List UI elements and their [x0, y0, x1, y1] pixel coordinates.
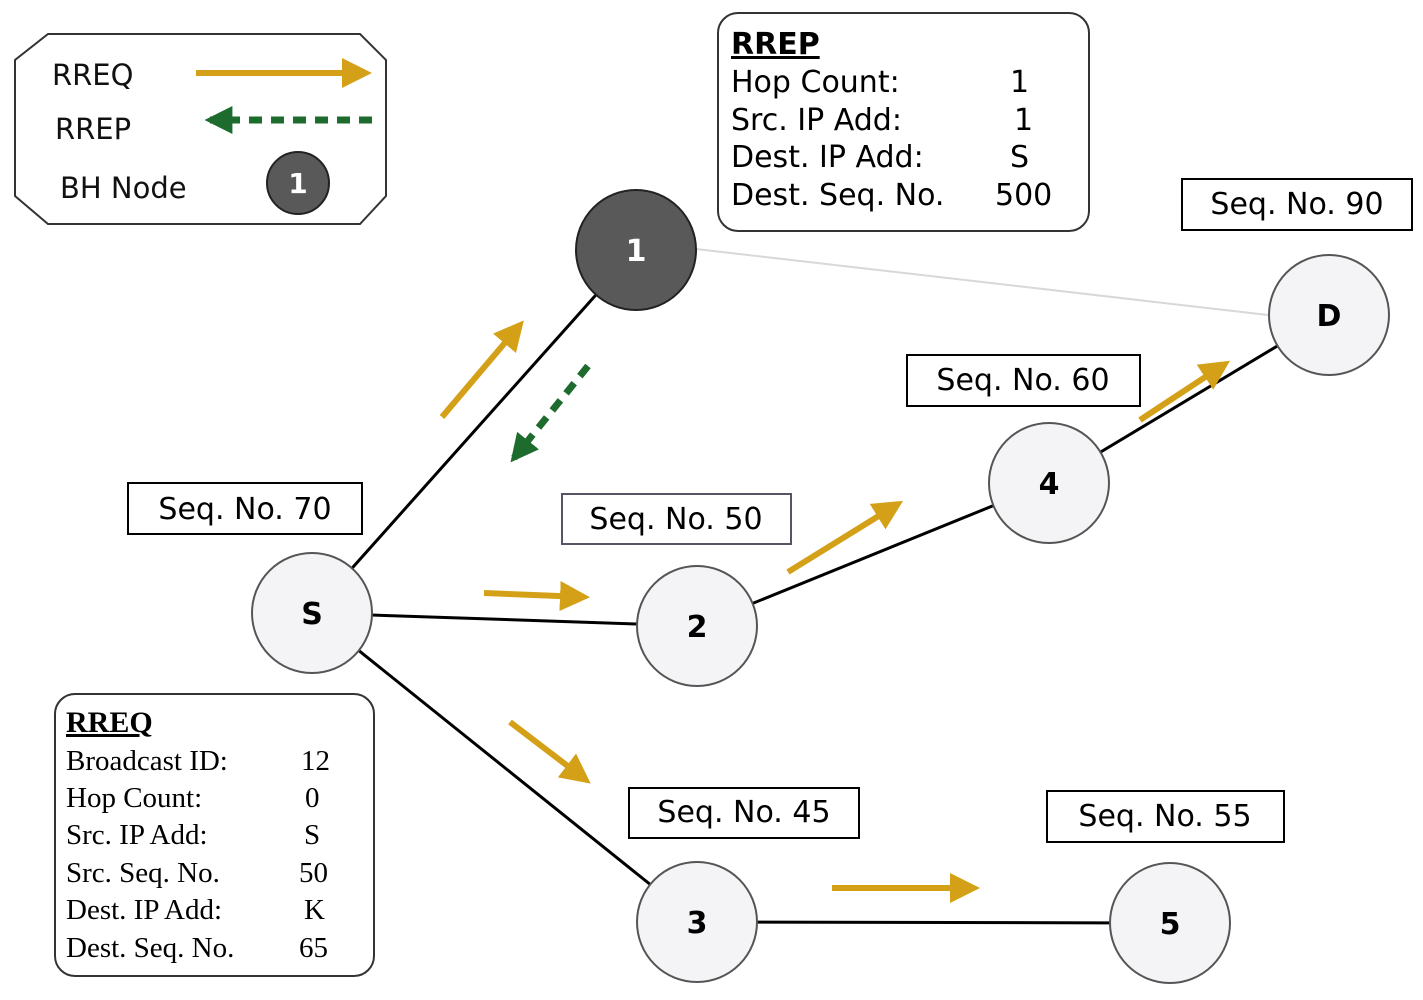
seq-box-3 [628, 787, 860, 839]
rrep-row-label: Dest. IP Add: [731, 140, 924, 175]
rreq-row-value: 0 [305, 782, 320, 814]
rrep-row-value: 1 [1014, 103, 1033, 138]
rreq-arrow-4-D [1138, 360, 1231, 423]
seq-label-D: Seq. No. 90 [1210, 187, 1383, 222]
edge-S-2 [311, 611, 698, 628]
edge-S-1 [310, 249, 638, 614]
rreq-row-label: Broadcast ID: [66, 745, 228, 777]
edge-1-D [695, 248, 1269, 316]
rrep-row-label: Hop Count: [731, 65, 900, 100]
node-5-label: 5 [1160, 907, 1181, 942]
seq-box-2 [561, 493, 792, 545]
rreq-row-label: Hop Count: [66, 782, 202, 814]
legend-bh-label: BH Node [60, 171, 187, 205]
rrep-row-value: 500 [995, 178, 1052, 213]
rrep-row-value: 1 [1010, 65, 1029, 100]
rrep-row-label: Dest. Seq. No. [731, 178, 944, 213]
seq-label-S: Seq. No. 70 [158, 492, 331, 527]
rreq-row-label: Dest. Seq. No. [66, 932, 234, 964]
legend-bh-node-text: 1 [288, 167, 307, 200]
node-2 [636, 565, 758, 687]
seq-box-S [127, 482, 363, 535]
node-D [1268, 254, 1390, 376]
rreq-arrow-S-2 [483, 581, 590, 612]
rreq-row-value: S [304, 819, 320, 851]
rreq-row-value: 50 [299, 857, 328, 889]
rrep-row-value: S [1010, 140, 1029, 175]
seq-labels: Seq. No. 70 Seq. No. 50 Seq. No. 45 Seq.… [127, 178, 1413, 843]
legend-bh-node-icon [266, 151, 330, 215]
node-3 [636, 861, 758, 983]
node-D-label: D [1317, 299, 1342, 334]
node-5 [1109, 862, 1231, 984]
node-1-label: 1 [626, 234, 647, 269]
seq-label-3: Seq. No. 45 [657, 795, 830, 830]
seq-box-5 [1046, 790, 1285, 843]
rreq-info-box: RREQ Broadcast ID: 12 Hop Count: 0 Src. … [54, 693, 375, 977]
rreq-row-value: K [304, 894, 325, 926]
rreq-row-label: Src. IP Add: [66, 819, 208, 851]
node-S-label: S [301, 597, 323, 632]
seq-box-4 [906, 354, 1141, 407]
nodes: S 1 2 3 4 5 D [251, 189, 1390, 984]
rreq-row-label: Dest. IP Add: [66, 894, 222, 926]
node-2-label: 2 [687, 610, 708, 645]
node-4-label: 4 [1039, 467, 1060, 502]
seq-label-5: Seq. No. 55 [1078, 799, 1251, 834]
rreq-row-value: 12 [301, 745, 330, 777]
rreq-arrow-S-1 [439, 320, 524, 419]
rrep-row-label: Src. IP Add: [731, 103, 902, 138]
rreq-box-frame [54, 693, 375, 977]
node-1-blackhole [575, 189, 697, 311]
rreq-arrow-2-4 [786, 500, 904, 575]
legend: RREQ RREP BH Node 1 [14, 33, 387, 225]
seq-label-2: Seq. No. 50 [589, 502, 762, 537]
rreq-arrow-S-3 [508, 719, 591, 784]
rrep-box-title: RREP [731, 27, 820, 62]
node-3-label: 3 [687, 906, 708, 941]
rreq-row-label: Src. Seq. No. [66, 857, 220, 889]
legend-rreq-label: RREQ [52, 58, 133, 92]
rreq-arrows [439, 320, 1231, 903]
edge-2-4 [696, 481, 1050, 628]
rrep-arrow-1-S [510, 363, 591, 463]
node-S [251, 552, 373, 674]
edge-S-3 [311, 611, 698, 924]
rrep-box-frame [717, 12, 1090, 232]
rrep-info-box: RREP Hop Count: 1 Src. IP Add: 1 Dest. I… [717, 12, 1090, 232]
rreq-row-value: 65 [299, 932, 328, 964]
node-4 [988, 422, 1110, 544]
rreq-box-title: RREQ [66, 706, 153, 739]
seq-box-D [1181, 178, 1413, 231]
legend-rrep-label: RREP [55, 112, 131, 146]
seq-label-4: Seq. No. 60 [936, 363, 1109, 398]
edge-3-5 [696, 920, 1171, 925]
